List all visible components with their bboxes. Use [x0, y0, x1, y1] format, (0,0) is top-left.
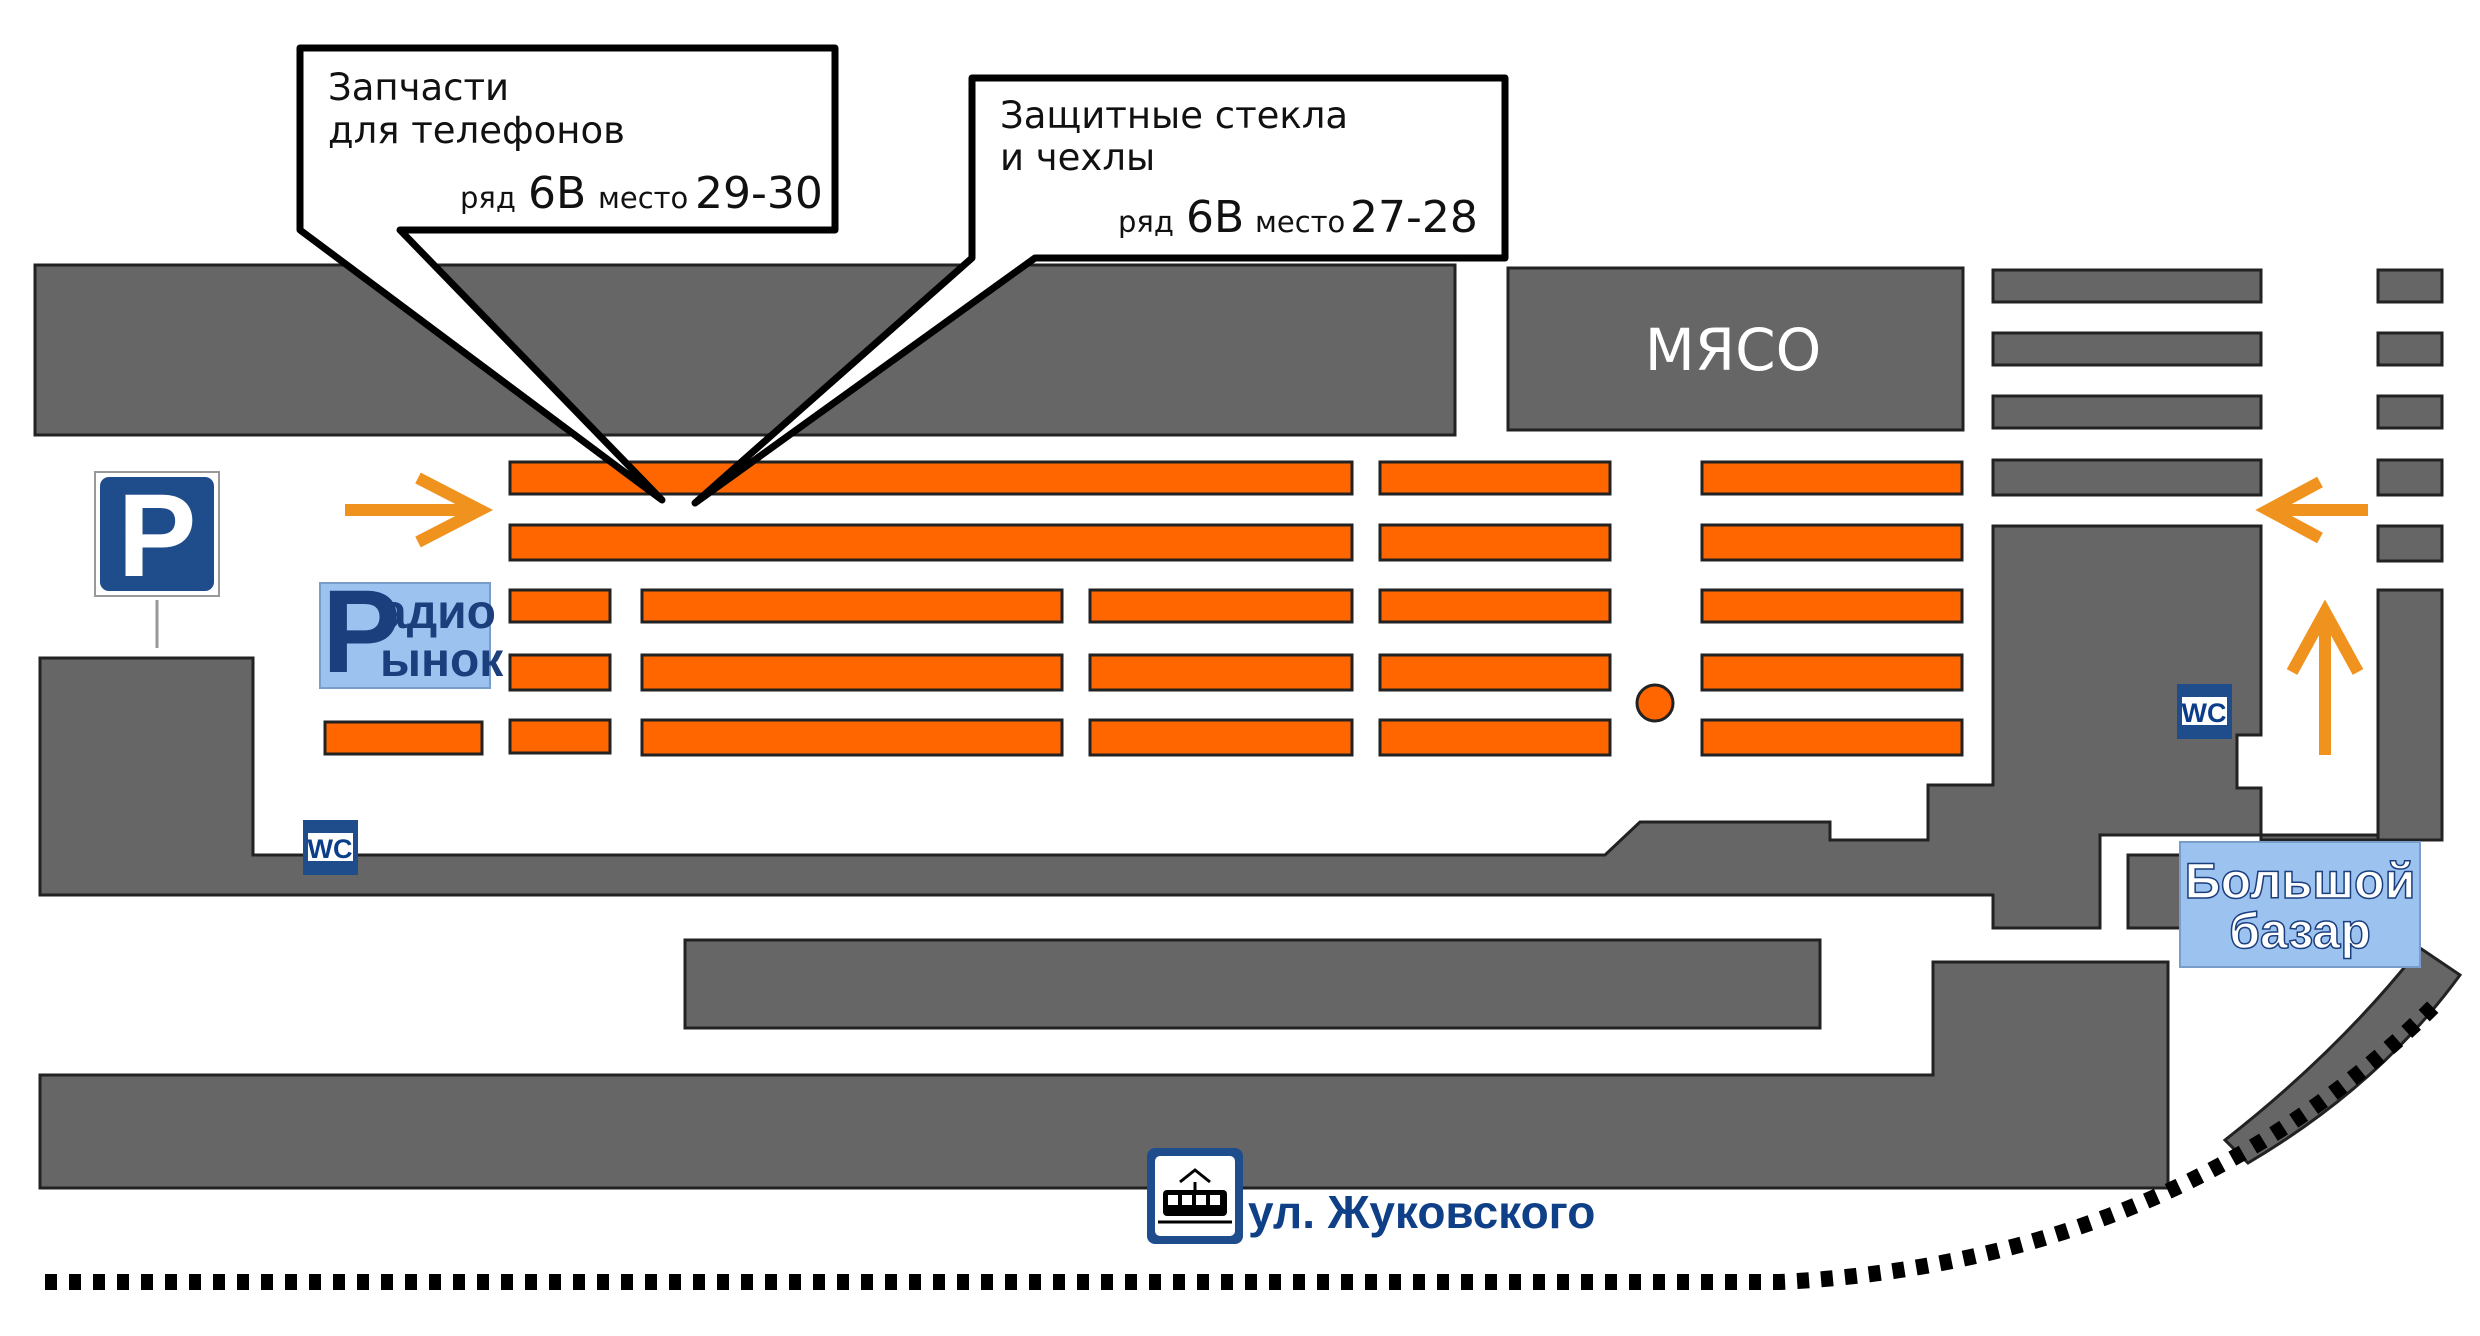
buildings	[33, 263, 2463, 1190]
radio-market-sign[interactable]: Р адио ынок	[319, 566, 504, 698]
stall-row[interactable]	[1378, 460, 1612, 496]
callout-title: Запчасти	[328, 66, 509, 109]
building-south-hall	[38, 524, 2382, 930]
stall-row[interactable]	[1700, 653, 1964, 692]
row-value: 6В	[528, 168, 586, 219]
stall-row[interactable]	[508, 653, 612, 692]
callout-title: и чехлы	[1000, 136, 1155, 179]
stall-row[interactable]	[1700, 460, 1964, 496]
stall-row[interactable]	[1700, 588, 1964, 624]
building-stripe	[1991, 394, 2263, 430]
wc-sign-icon[interactable]: WC	[2177, 684, 2232, 739]
stall-row[interactable]	[1088, 653, 1354, 692]
callout-bubble	[691, 74, 1509, 507]
big-bazaar-sign[interactable]: Большой базар	[2179, 841, 2421, 968]
stall-row[interactable]	[1088, 718, 1354, 757]
stall-row[interactable]	[1378, 718, 1612, 757]
row-value: 6В	[1186, 192, 1244, 243]
callout-screen-glass: Защитные стекла и чехлы ряд 6В место 27-…	[691, 74, 1509, 507]
building-curved-east	[2222, 945, 2463, 1165]
building-south-long	[38, 960, 2170, 1190]
stall-row[interactable]	[1700, 523, 1964, 562]
building-middle-long	[683, 938, 1822, 1030]
stall-rows	[323, 460, 1964, 757]
building-block-small	[2376, 394, 2444, 430]
place-value: 29-30	[695, 168, 823, 219]
wc-label: WC	[2182, 698, 2227, 728]
tram-stop-icon[interactable]	[1147, 1148, 1243, 1244]
building-block-small	[2376, 268, 2444, 304]
kiosk-round[interactable]	[1635, 683, 1675, 723]
direction-arrow-icon	[2255, 476, 2368, 544]
place-label: место	[1255, 205, 1345, 239]
meat-label: МЯСО	[1645, 316, 1822, 384]
callout-title: для телефонов	[328, 109, 625, 152]
callout-title: Защитные стекла	[1000, 94, 1348, 137]
stall-row[interactable]	[1700, 718, 1964, 757]
parking-sign-icon[interactable]: P	[94, 470, 220, 648]
direction-arrow-icon	[2286, 599, 2364, 755]
stall-row[interactable]	[1088, 588, 1354, 624]
row-label: ряд	[1118, 205, 1174, 239]
building-stripe	[1991, 331, 2263, 367]
stall-row[interactable]	[508, 588, 612, 624]
stall-row[interactable]	[1378, 588, 1612, 624]
stall-row[interactable]	[508, 523, 1354, 562]
stall-row[interactable]	[640, 653, 1064, 692]
radio-letter: Р	[322, 566, 401, 698]
bazaar-line1: Большой	[2185, 853, 2416, 909]
street-name: ул. Жуковского	[1248, 1186, 1595, 1238]
place-label: место	[598, 181, 688, 215]
radio-word-bottom: ынок	[380, 634, 504, 687]
building-right-column	[2376, 588, 2444, 842]
building-stripe	[1991, 458, 2263, 497]
callout-bubble	[296, 44, 839, 504]
wc-label: WC	[308, 834, 353, 864]
tram-track	[45, 994, 2446, 1290]
stall-row[interactable]	[323, 720, 484, 756]
building-block-small	[2376, 458, 2444, 497]
stall-row[interactable]	[640, 588, 1064, 624]
building-north-long	[33, 263, 1457, 437]
row-label: ряд	[460, 181, 516, 215]
building-stripe	[1991, 268, 2263, 304]
building-block-small	[2376, 524, 2444, 563]
parking-letter: P	[118, 470, 197, 602]
wc-sign-icon[interactable]: WC	[303, 820, 358, 875]
bazaar-line2: базар	[2229, 903, 2371, 959]
building-meat	[1506, 266, 1965, 432]
stall-row[interactable]	[640, 718, 1064, 757]
place-value: 27-28	[1350, 192, 1478, 243]
callout-phone-parts: Запчасти для телефонов ряд 6В место 29-3…	[296, 44, 839, 504]
stall-row[interactable]	[1378, 653, 1612, 692]
stall-row[interactable]	[508, 718, 612, 755]
radio-word-top: адио	[380, 586, 496, 639]
building-block-small	[2376, 331, 2444, 367]
stall-row[interactable]	[1378, 523, 1612, 562]
direction-arrow-icon	[345, 472, 494, 548]
